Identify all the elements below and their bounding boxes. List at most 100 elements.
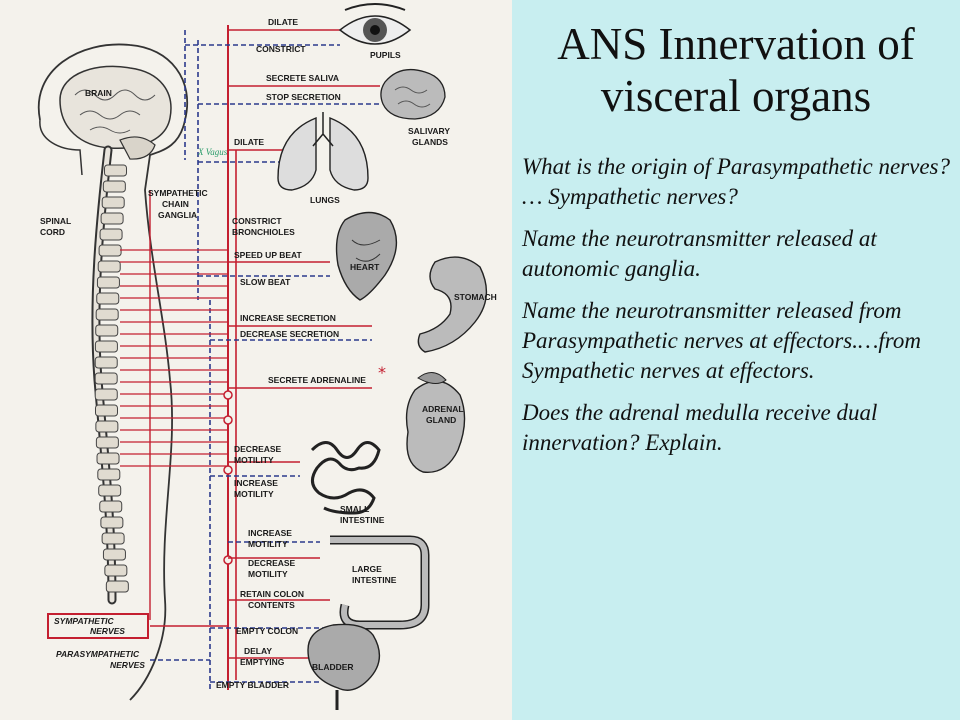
vertebra — [94, 356, 118, 369]
effect-decrease-motility-li-2: MOTILITY — [248, 569, 288, 579]
effect-increase-motility-si-2: MOTILITY — [234, 489, 274, 499]
effect-retain-colon-2: CONTENTS — [248, 600, 295, 610]
vertebra — [95, 324, 119, 337]
large-intestine-icon — [330, 535, 430, 630]
effect-decrease-secretion: DECREASE SECRETION — [240, 329, 339, 339]
vertebra — [96, 276, 120, 289]
effect-constrict-bronch-2: BRONCHIOLES — [232, 227, 295, 237]
effect-delay-emptying-2: EMPTYING — [240, 657, 285, 667]
vertebra — [101, 196, 125, 209]
question-2: Name the neurotransmitter released at au… — [522, 226, 877, 281]
vertebra — [98, 244, 122, 257]
vertebra — [104, 164, 128, 177]
vertebra — [97, 260, 121, 273]
lungs-icon — [277, 112, 369, 191]
vertebra — [102, 548, 126, 561]
adrenaline-marker-icon: * — [378, 363, 386, 382]
adrenal-kidney-icon — [405, 372, 466, 474]
effect-slow-beat: SLOW BEAT — [240, 277, 291, 287]
effect-decrease-motility-si-1: DECREASE — [234, 444, 282, 454]
salivary-gland-icon — [380, 68, 446, 120]
vertebra — [95, 436, 119, 449]
vertebra — [102, 180, 126, 193]
heart-icon — [335, 211, 398, 301]
eye-icon — [338, 3, 412, 45]
question-3: Name the neurotransmitter released from … — [522, 298, 922, 383]
vertebra — [95, 420, 119, 433]
effect-dilate-pupil: DILATE — [268, 17, 298, 27]
chain-label-3: GANGLIA — [158, 210, 197, 220]
vertebra — [99, 228, 123, 241]
adrenal-label-1: ADRENAL — [422, 404, 464, 414]
effect-increase-motility-li-2: MOTILITY — [248, 539, 288, 549]
effect-decrease-motility-si-2: MOTILITY — [234, 455, 274, 465]
vertebra — [100, 516, 124, 529]
effect-increase-motility-li-1: INCREASE — [248, 528, 292, 538]
question-list: What is the origin of Parasympathetic ne… — [522, 152, 952, 470]
vertebrae — [94, 164, 129, 593]
chain-label-1: SYMPATHETIC — [148, 188, 208, 198]
parasympathetic-nerves-label-2: NERVES — [110, 660, 145, 670]
vertebra — [101, 532, 125, 545]
effect-secrete-saliva: SECRETE SALIVA — [266, 73, 339, 83]
body-outline — [37, 43, 189, 701]
small-intestine-icon — [310, 441, 381, 515]
vertebra — [105, 580, 129, 593]
effect-constrict-pupil: CONSTRICT — [256, 44, 306, 54]
effect-constrict-bronch-1: CONSTRICT — [232, 216, 282, 226]
spinal-cord-label-1: SPINAL — [40, 216, 71, 226]
effect-empty-colon: EMPTY COLON — [236, 626, 298, 636]
vertebra — [100, 212, 124, 225]
bladder-label: BLADDER — [312, 662, 354, 672]
brain-folds — [74, 89, 156, 134]
chain-label-2: CHAIN — [162, 199, 189, 209]
lungs-label: LUNGS — [310, 195, 340, 205]
vertebra — [98, 484, 122, 497]
effect-increase-motility-si-1: INCREASE — [234, 478, 278, 488]
face-outline — [39, 119, 83, 176]
vertebra — [96, 292, 120, 305]
question-1: What is the origin of Parasympathetic ne… — [522, 154, 950, 209]
sympathetic-nerves-label-2: NERVES — [90, 626, 125, 636]
slide-title: ANS Innervation of visceral organs — [512, 18, 960, 122]
effect-secrete-adrenaline: SECRETE ADRENALINE — [268, 375, 366, 385]
effect-dilate-bronch: DILATE — [234, 137, 264, 147]
salivary-label-1: SALIVARY — [408, 126, 450, 136]
heart-label: HEART — [350, 262, 380, 272]
title-line-1: ANS Innervation of — [557, 19, 915, 69]
question-4: Does the adrenal medulla receive dual in… — [522, 400, 878, 455]
brain-shape — [59, 65, 172, 149]
sympathetic-legend-box — [47, 613, 149, 639]
large-intestine-label-1: LARGE — [352, 564, 382, 574]
effect-empty-bladder: EMPTY BLADDER — [216, 680, 289, 690]
spinal-cord-label-2: CORD — [40, 227, 65, 237]
text-panel: ANS Innervation of visceral organs What … — [512, 0, 960, 720]
small-intestine-label-2: INTESTINE — [340, 515, 385, 525]
vertebra — [104, 564, 128, 577]
bladder-icon — [307, 623, 381, 710]
vertebra — [95, 308, 119, 321]
effect-stop-secretion: STOP SECRETION — [266, 92, 341, 102]
pupils-label: PUPILS — [370, 50, 401, 60]
vertebra — [96, 452, 120, 465]
vertebra — [94, 372, 118, 385]
effect-increase-secretion: INCREASE SECRETION — [240, 313, 336, 323]
salivary-label-2: GLANDS — [412, 137, 448, 147]
parasympathetic-nerves-label-1: PARASYMPATHETIC — [56, 649, 140, 659]
adrenal-label-2: GLAND — [426, 415, 456, 425]
effect-retain-colon-1: RETAIN COLON — [240, 589, 304, 599]
small-intestine-label-1: SMALL — [340, 504, 369, 514]
large-intestine-label-2: INTESTINE — [352, 575, 397, 585]
effect-speed-up-beat: SPEED UP BEAT — [234, 250, 303, 260]
vertebra — [94, 340, 118, 353]
vertebra — [94, 404, 118, 417]
sympathetic-nerves-label-1: SYMPATHETIC — [54, 616, 115, 626]
title-line-2: visceral organs — [600, 71, 872, 121]
brain-label: BRAIN — [85, 88, 112, 98]
vertebra — [99, 500, 123, 513]
cerebellum — [119, 136, 156, 160]
ans-diagram: X Vagus * BRAIN SPINAL CORD SYMPATHETIC … — [0, 0, 512, 720]
vagus-label: X Vagus — [197, 147, 228, 157]
vertebra — [97, 468, 121, 481]
vertebra — [94, 388, 118, 401]
